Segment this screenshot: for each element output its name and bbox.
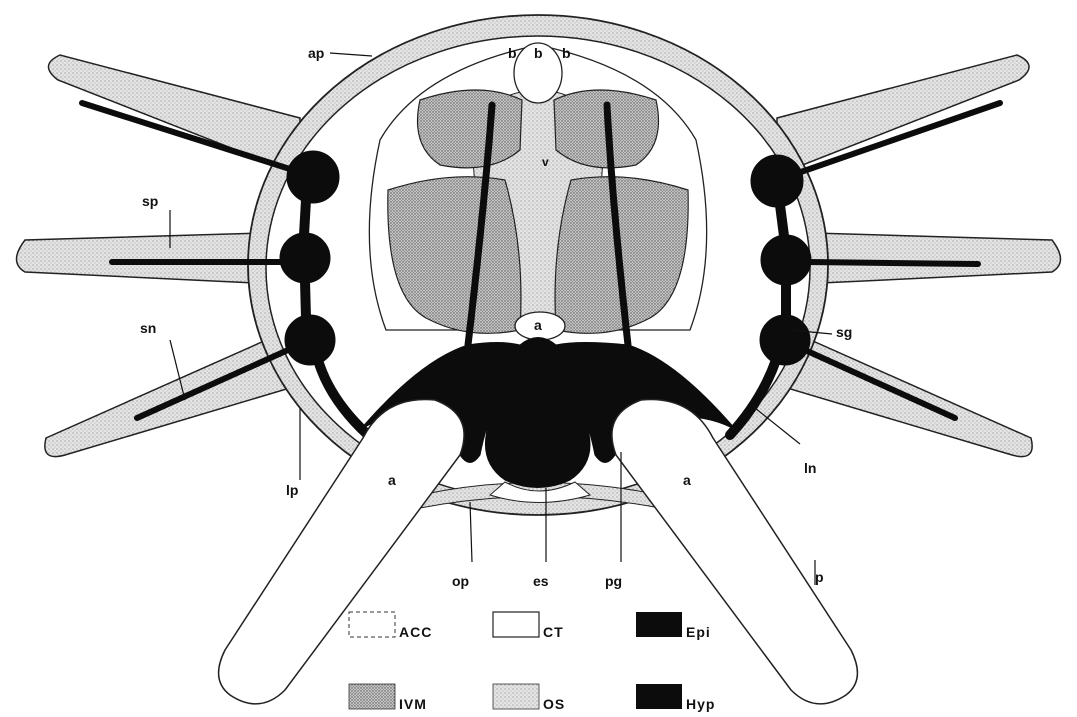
legend: ACC CT Epi IVM OS Hyp <box>349 612 715 712</box>
legend-label-os: OS <box>543 696 565 712</box>
legend-item-os: OS <box>493 684 565 712</box>
label-op: op <box>452 573 469 589</box>
label-lp: lp <box>286 482 298 498</box>
label-a-mid: a <box>534 317 542 333</box>
spine-left-upper <box>48 55 300 175</box>
label-ln: ln <box>804 460 816 476</box>
legend-item-acc: ACC <box>349 612 432 640</box>
ganglion-left-3 <box>285 315 335 365</box>
ganglion-right-3 <box>760 315 810 365</box>
label-v: v <box>542 155 549 169</box>
label-b-center: b <box>534 45 543 61</box>
ganglion-right-1 <box>751 155 803 207</box>
spine-right-lower <box>777 325 1032 457</box>
legend-label-ivm: IVM <box>399 696 427 712</box>
legend-item-epi: Epi <box>636 612 711 640</box>
label-b-left: b <box>508 45 517 61</box>
legend-label-ct: CT <box>543 624 564 640</box>
label-a-right: a <box>683 472 691 488</box>
label-sp: sp <box>142 193 158 209</box>
legend-item-hyp: Hyp <box>636 684 715 712</box>
spine-right-upper <box>777 55 1029 175</box>
ganglion-left-2 <box>280 233 330 283</box>
spine-left-lower <box>45 325 300 457</box>
legend-label-epi: Epi <box>686 624 711 640</box>
legend-label-acc: ACC <box>399 624 432 640</box>
label-pg: pg <box>605 573 622 589</box>
label-sg: sg <box>836 324 852 340</box>
label-p: p <box>815 569 824 585</box>
label-es: es <box>533 573 549 589</box>
label-a-left: a <box>388 472 396 488</box>
label-b-right: b <box>562 45 571 61</box>
legend-item-ivm: IVM <box>349 684 427 712</box>
ganglion-right-2 <box>761 235 811 285</box>
legend-label-hyp: Hyp <box>686 696 715 712</box>
ganglion-left-1 <box>287 151 339 203</box>
label-sn: sn <box>140 320 156 336</box>
legend-item-ct: CT <box>493 612 564 640</box>
label-ap: ap <box>308 45 324 61</box>
ivm-upper-left <box>418 90 523 168</box>
